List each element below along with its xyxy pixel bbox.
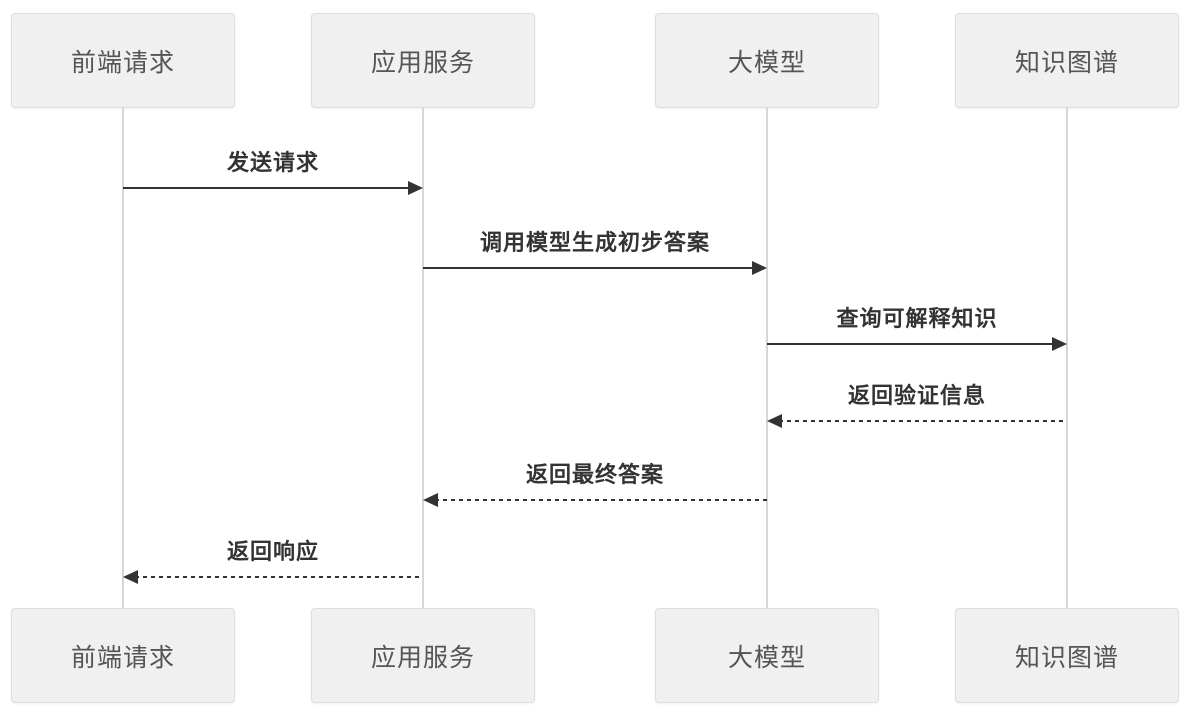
message-label: 返回验证信息	[847, 383, 987, 408]
actor-label: 应用服务	[370, 48, 475, 77]
actor-label: 前端请求	[70, 48, 175, 77]
arrowhead-right-icon	[408, 181, 423, 195]
actor-label: 知识图谱	[1014, 48, 1119, 77]
actor-label: 应用服务	[370, 643, 475, 672]
message-label: 返回最终答案	[525, 462, 665, 487]
actor-label: 大模型	[727, 48, 806, 77]
actor-top-app-service: 应用服务	[311, 13, 535, 108]
lifeline-frontend-request	[122, 108, 124, 608]
lifeline-app-service	[422, 108, 424, 608]
actor-bottom-app-service: 应用服务	[311, 608, 535, 703]
message-line	[435, 499, 767, 501]
actor-top-llm: 大模型	[655, 13, 879, 108]
actor-bottom-knowledge-graph: 知识图谱	[955, 608, 1179, 703]
message-label: 返回响应	[226, 539, 320, 564]
actor-bottom-llm: 大模型	[655, 608, 879, 703]
arrowhead-left-icon	[767, 414, 782, 428]
lifeline-knowledge-graph	[1066, 108, 1068, 608]
actor-bottom-frontend-request: 前端请求	[11, 608, 235, 703]
message-line	[423, 267, 757, 269]
message-line	[123, 187, 413, 189]
arrowhead-right-icon	[752, 261, 767, 275]
message-line	[767, 343, 1057, 345]
message-label: 调用模型生成初步答案	[479, 230, 711, 255]
message-label: 发送请求	[226, 150, 320, 175]
message-line	[779, 420, 1067, 422]
actor-top-frontend-request: 前端请求	[11, 13, 235, 108]
actor-label: 前端请求	[70, 643, 175, 672]
actor-label: 大模型	[727, 643, 806, 672]
arrowhead-right-icon	[1052, 337, 1067, 351]
actor-label: 知识图谱	[1014, 643, 1119, 672]
message-label: 查询可解释知识	[836, 306, 998, 331]
message-line	[135, 576, 423, 578]
lifeline-llm	[766, 108, 768, 608]
arrowhead-left-icon	[423, 493, 438, 507]
actor-top-knowledge-graph: 知识图谱	[955, 13, 1179, 108]
arrowhead-left-icon	[123, 570, 138, 584]
